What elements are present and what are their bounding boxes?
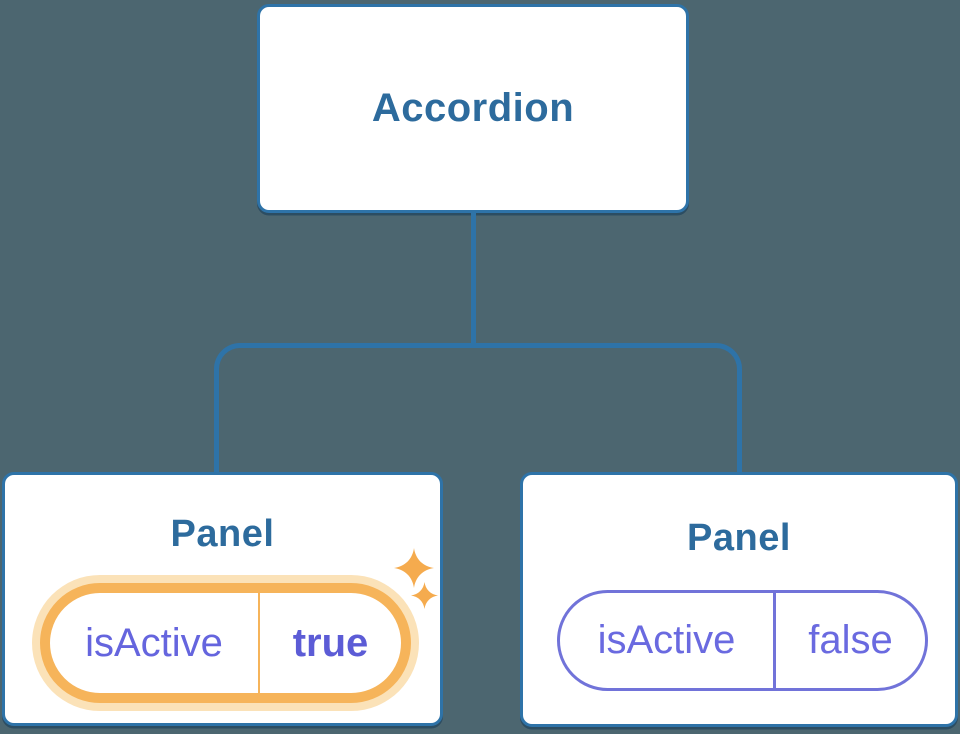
prop-name: isActive	[50, 593, 260, 693]
prop-pill-inactive: isActive false	[557, 590, 928, 691]
panel-title: Panel	[687, 517, 791, 559]
panel-node-active: Panel isActive true	[2, 472, 443, 726]
panel-title: Panel	[170, 513, 275, 555]
prop-value: false	[808, 618, 893, 662]
prop-value: true	[292, 620, 369, 665]
panel-node-inactive: Panel isActive false	[520, 472, 958, 727]
sparkle-large-icon	[394, 548, 434, 588]
prop-pill-active: isActive true	[40, 583, 411, 703]
connector-stem	[471, 212, 476, 346]
accordion-node: Accordion	[257, 4, 689, 213]
prop-name: isActive	[560, 593, 776, 688]
accordion-label: Accordion	[371, 86, 575, 130]
connector-branches	[214, 343, 742, 472]
sparkle-small-icon	[411, 582, 438, 609]
